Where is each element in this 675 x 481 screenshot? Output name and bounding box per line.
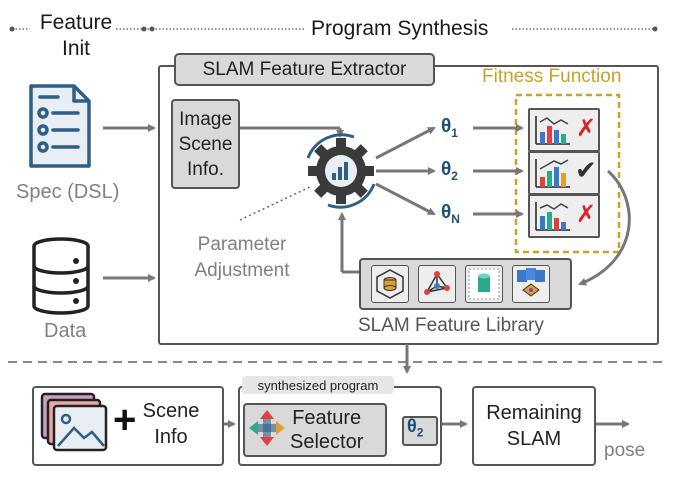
fitness-function-label: Fitness Function	[482, 66, 622, 87]
bar-chart-icon	[535, 202, 570, 231]
library-label: SLAM Feature Library	[358, 315, 544, 336]
cross-icon: ✗	[576, 200, 597, 228]
check-icon: ✔	[575, 156, 597, 186]
parameter-adjustment-label: Parameter Adjustment	[194, 234, 290, 281]
library-item-cube	[465, 265, 503, 303]
graph-network-icon	[424, 271, 450, 295]
theta-n: θN	[441, 202, 460, 226]
remaining-slam-box: Remaining SLAM	[472, 386, 596, 466]
document-list-icon	[29, 84, 91, 168]
synthesized-program-label: synthesized program	[242, 376, 394, 394]
four-arrows-icon	[249, 410, 285, 446]
library-item-graph	[418, 265, 456, 303]
image-stack-icon	[40, 392, 108, 452]
theta-2: θ2	[441, 159, 458, 183]
library-item-documents	[512, 265, 550, 303]
bar-chart-icon	[535, 116, 570, 145]
slam-feature-library	[359, 258, 572, 310]
feature-selector-label: Feature Selector	[290, 407, 364, 453]
cube-grid-icon	[468, 268, 500, 300]
pose-label: pose	[604, 440, 646, 461]
theta-1: θ1	[441, 116, 458, 140]
library-item-database-network	[371, 265, 409, 303]
fitness-chart-1: ✗	[528, 108, 600, 152]
database-icon	[32, 237, 90, 315]
header-feature-init: Feature Init	[39, 11, 113, 60]
data-label: Data	[44, 320, 87, 342]
theta-2-output: θ2	[407, 416, 424, 440]
plus-sign: +	[113, 398, 137, 442]
theta-2-output-box	[402, 416, 438, 446]
header-dividers	[9, 26, 658, 32]
database-network-icon	[376, 269, 404, 299]
documents-merge-icon	[517, 268, 545, 297]
bar-chart-icon	[535, 159, 570, 188]
spec-dsl-label: Spec (DSL)	[16, 181, 120, 203]
extractor-title: SLAM Feature Extractor	[174, 53, 435, 86]
cross-icon: ✗	[576, 114, 597, 142]
scene-info-label: Scene Info	[142, 400, 200, 448]
header-program-synthesis: Program Synthesis	[311, 17, 489, 40]
gear-chart-icon	[306, 133, 376, 209]
fitness-chart-3: ✗	[528, 194, 600, 238]
fitness-chart-2: ✔	[528, 151, 600, 195]
image-scene-info-box: Image Scene Info.	[171, 99, 240, 189]
